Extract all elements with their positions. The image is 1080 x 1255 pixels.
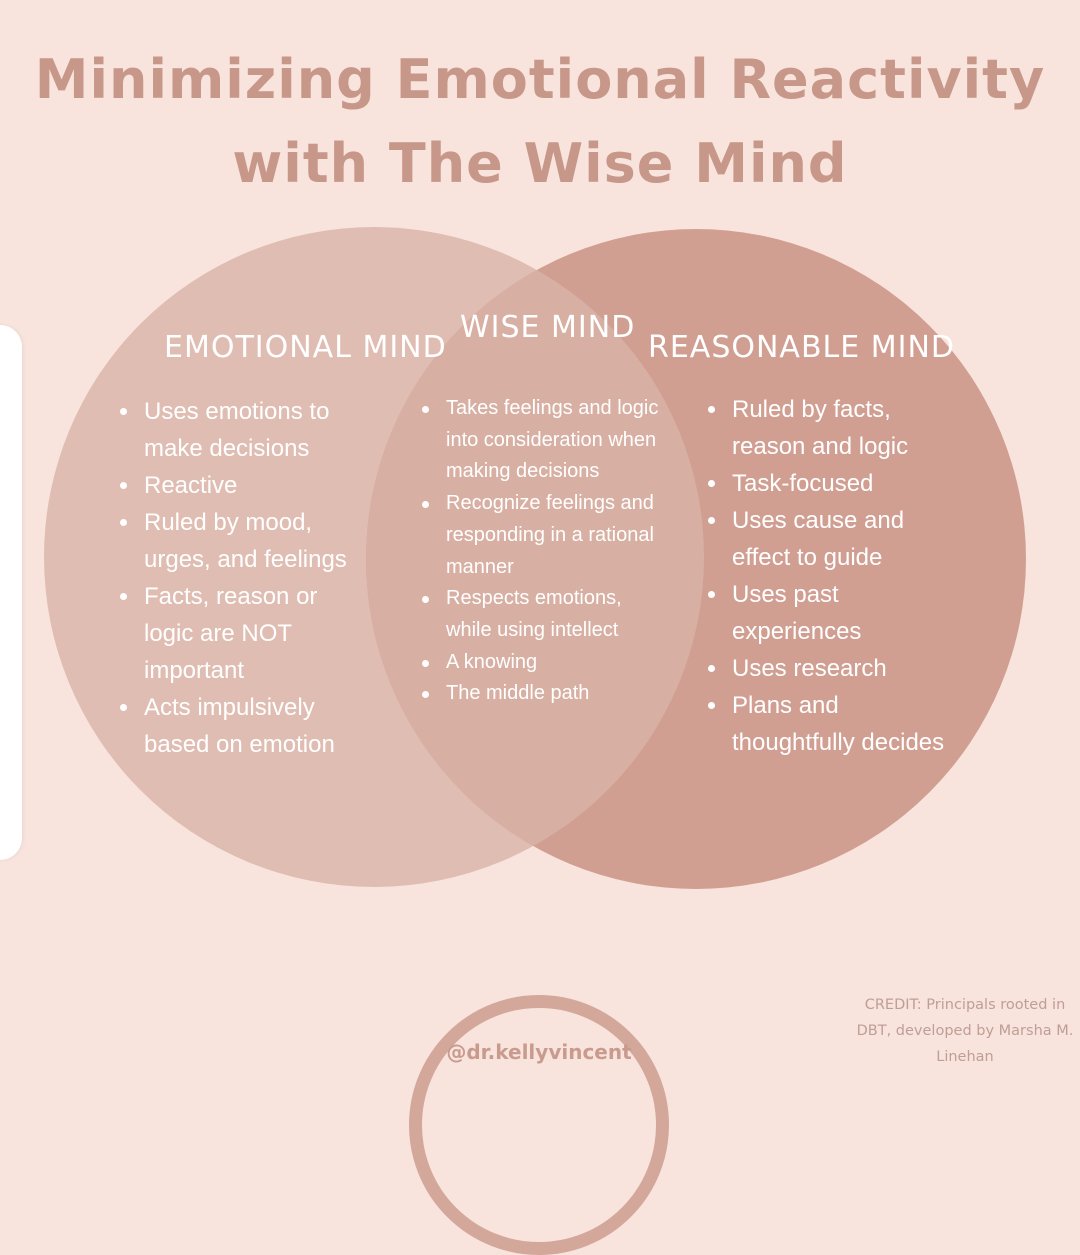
page-title-line-2: with The Wise Mind bbox=[232, 132, 848, 195]
list-item: Takes feelings and logic into considerat… bbox=[420, 393, 660, 488]
page-title-line-1: Minimizing Emotional Reactivity bbox=[34, 48, 1046, 111]
list-item: Ruled by facts, reason and logic bbox=[706, 391, 956, 465]
list-item: Respects emotions, while using intellect bbox=[420, 583, 660, 646]
wise-mind-overlap bbox=[366, 229, 1026, 889]
wise-mind-list: Takes feelings and logic into considerat… bbox=[420, 393, 660, 710]
list-item: Plans and thoughtfully decides bbox=[706, 687, 956, 761]
list-item: Uses cause and effect to guide bbox=[706, 502, 956, 576]
emotional-mind-heading: EMOTIONAL MIND bbox=[164, 330, 447, 365]
emotional-mind-list: Uses emotions to make decisions Reactive… bbox=[118, 393, 368, 763]
reasonable-mind-list: Ruled by facts, reason and logic Task-fo… bbox=[706, 391, 956, 761]
list-item: Acts impulsively based on emotion bbox=[118, 689, 368, 763]
list-item: Facts, reason or logic are NOT important bbox=[118, 578, 368, 689]
list-item: Uses emotions to make decisions bbox=[118, 393, 368, 467]
side-panel-tab[interactable] bbox=[0, 325, 22, 860]
list-item: Ruled by mood, urges, and feelings bbox=[118, 504, 368, 578]
list-item: A knowing bbox=[420, 647, 660, 679]
reasonable-mind-heading: REASONABLE MIND bbox=[648, 330, 956, 365]
footer-arc-decoration bbox=[409, 995, 669, 1255]
list-item: Recognize feelings and responding in a r… bbox=[420, 488, 660, 583]
author-handle: @dr.kellyvincent bbox=[446, 1040, 632, 1064]
list-item: Uses research bbox=[706, 650, 956, 687]
list-item: The middle path bbox=[420, 678, 660, 710]
list-item: Reactive bbox=[118, 467, 368, 504]
wise-mind-heading: WISE MIND bbox=[460, 310, 636, 345]
credit-note: CREDIT: Principals rooted in DBT, develo… bbox=[856, 997, 1074, 1065]
list-item: Task-focused bbox=[706, 465, 956, 502]
list-item: Uses past experiences bbox=[706, 576, 956, 650]
